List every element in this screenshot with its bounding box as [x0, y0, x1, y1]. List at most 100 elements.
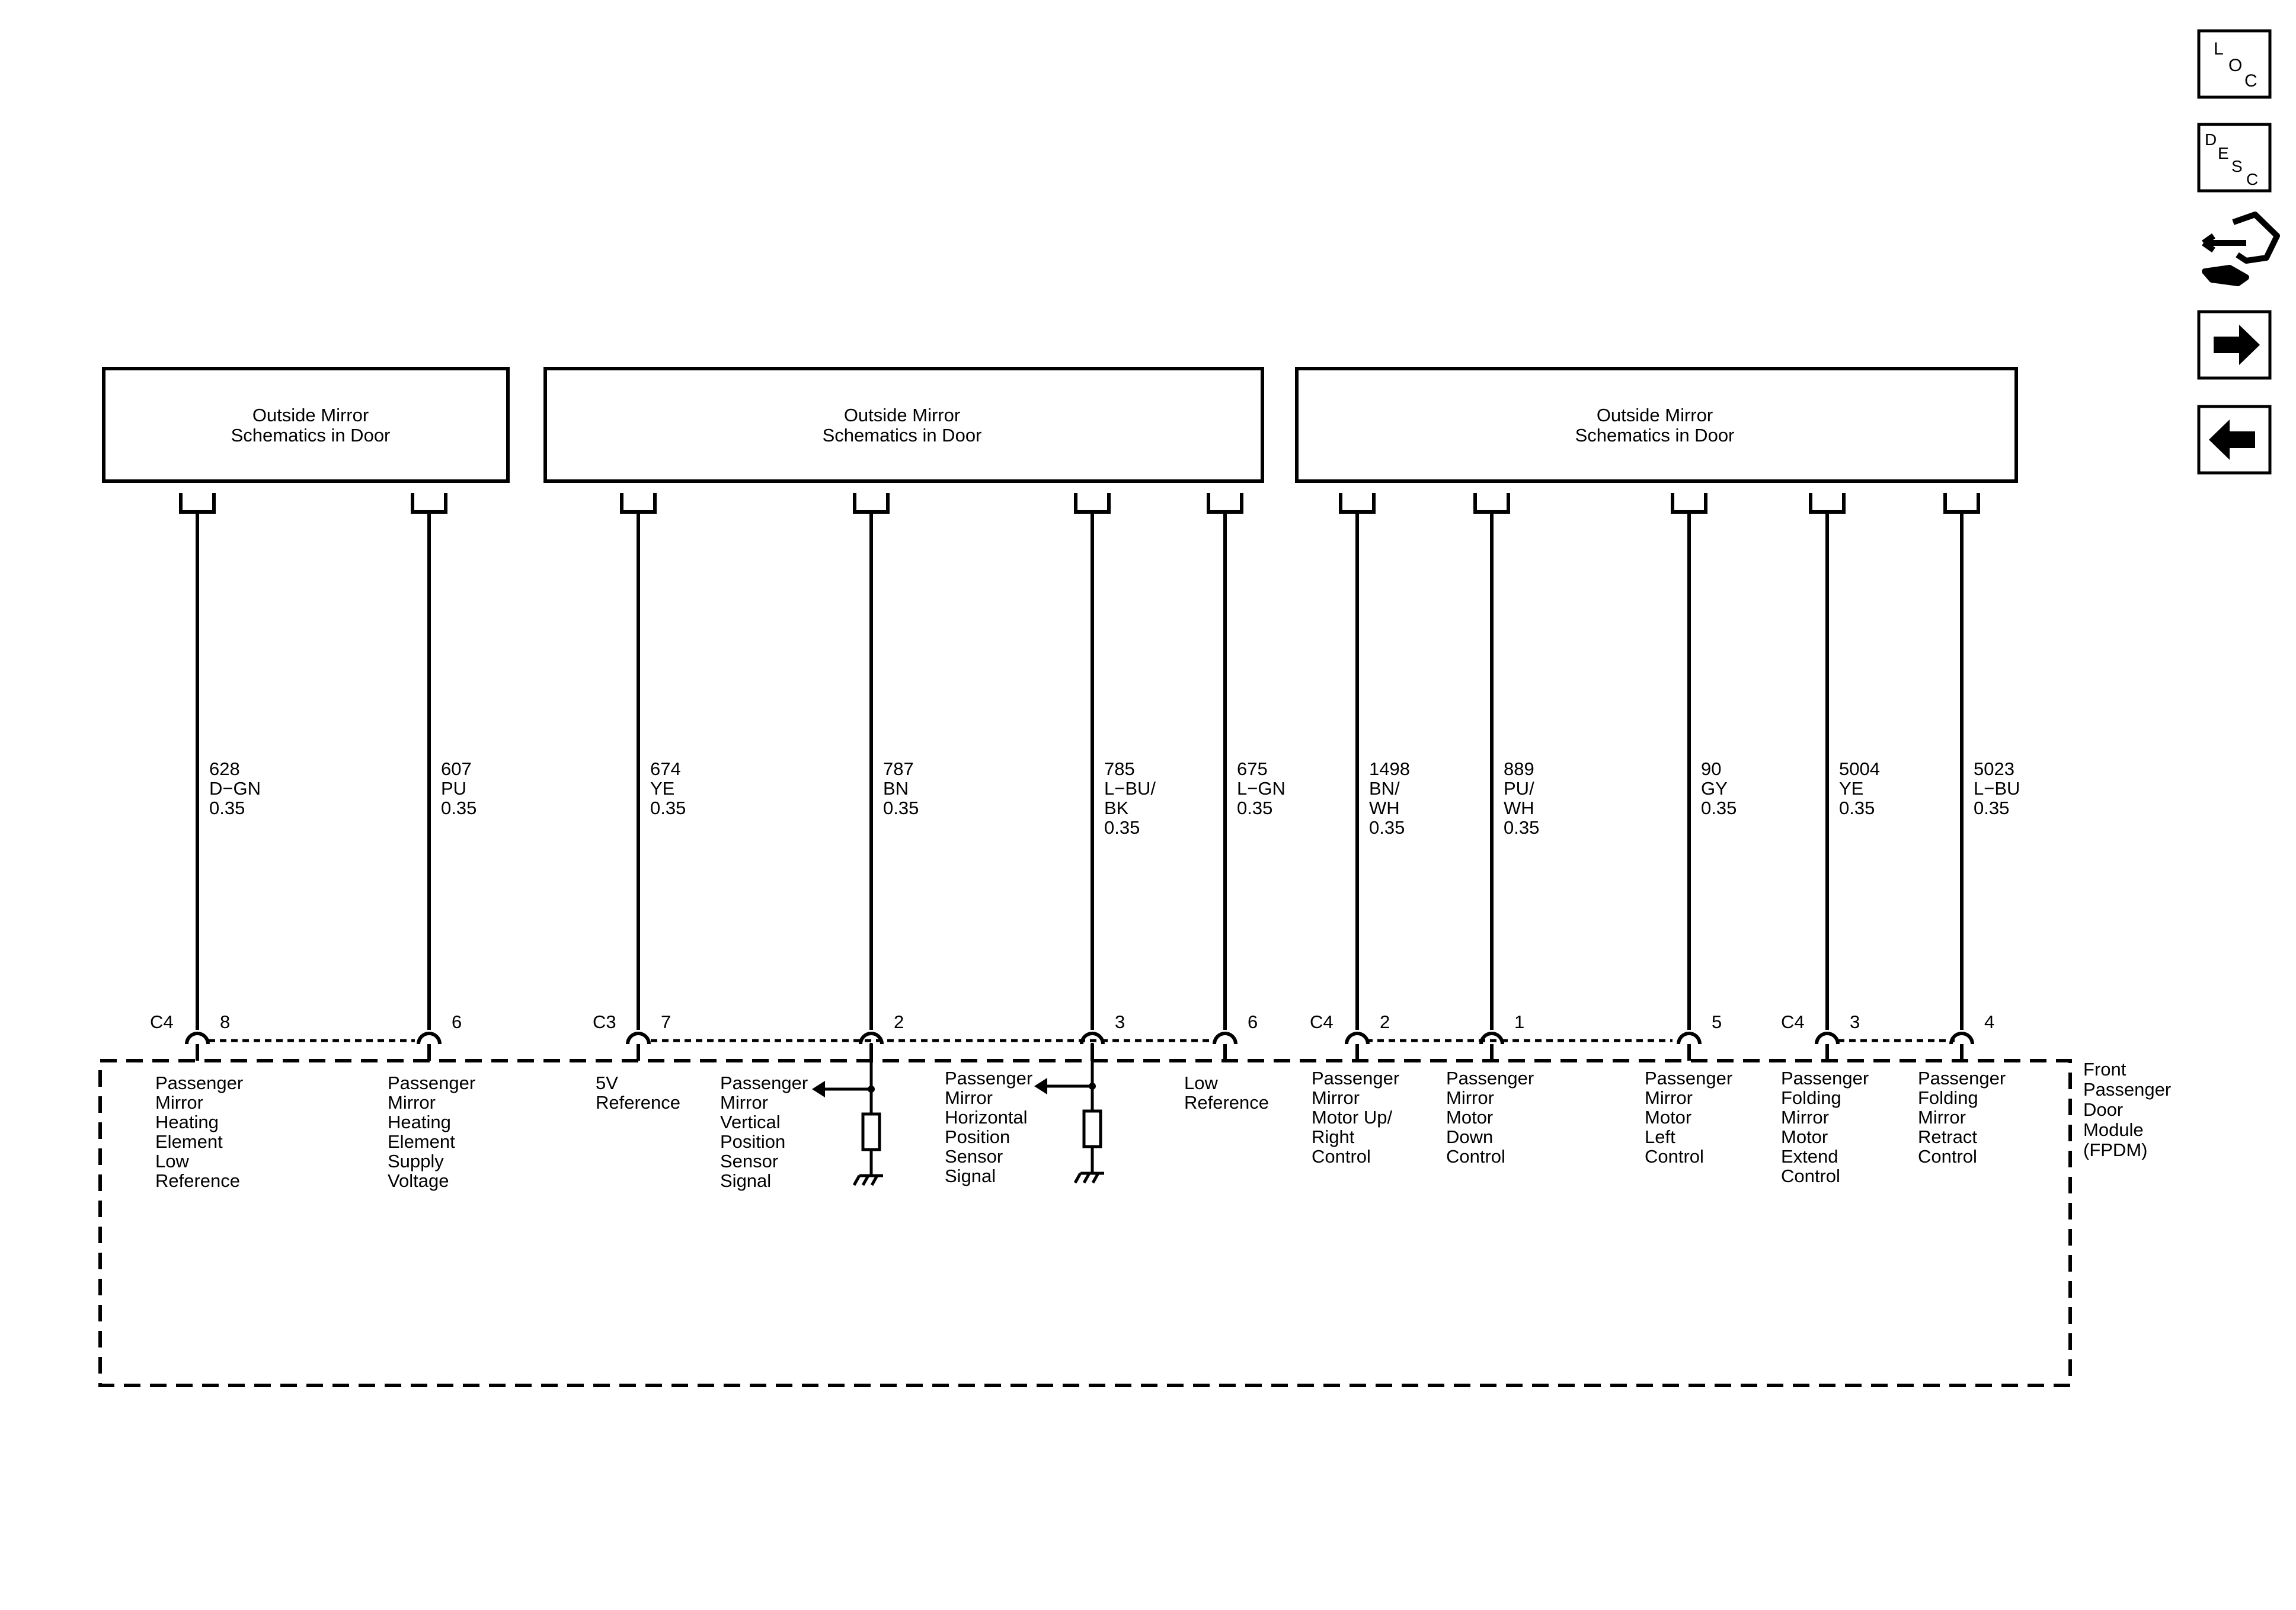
box-label-line-1: Outside Mirror	[252, 405, 369, 425]
circuit-number: 1498	[1369, 758, 1410, 779]
wire-color: YE	[650, 778, 674, 799]
pin-contact	[1479, 1032, 1504, 1045]
module-label-line: Door	[2083, 1099, 2123, 1120]
previous-page-arrow-icon[interactable]	[2197, 405, 2272, 475]
wire-color: WH	[1504, 798, 1534, 818]
pin-function-line: Mirror	[388, 1092, 436, 1113]
pin-function-line: Position	[720, 1131, 785, 1152]
connector-label-c4-c: C4	[1781, 1012, 1805, 1032]
terminal-bracket	[1339, 493, 1376, 514]
wire-color: PU/	[1504, 778, 1534, 799]
terminal-bracket	[1207, 493, 1243, 514]
connector-wrench-icon[interactable]	[2202, 212, 2280, 286]
module-label-line: (FPDM)	[2083, 1140, 2147, 1160]
pin-function-line: Sensor	[720, 1151, 778, 1172]
pin-function-line: Right	[1312, 1126, 1355, 1147]
pin-function-line: Reference	[155, 1170, 240, 1191]
circuit-number: 675	[1237, 758, 1268, 779]
pin-function-line: Extend	[1781, 1146, 1838, 1167]
terminal-bracket	[1809, 493, 1846, 514]
terminal-bracket	[620, 493, 657, 514]
pin-function-line: Motor	[1446, 1107, 1493, 1128]
circuit-number: 785	[1104, 758, 1135, 779]
pin-function-line: Folding	[1918, 1087, 1978, 1108]
wire-color: D−GN	[209, 778, 261, 799]
pin-function-line: Mirror	[720, 1092, 768, 1113]
pin-number: 2	[894, 1012, 904, 1032]
pin-function-line: Element	[155, 1131, 223, 1152]
pin-function-line: Mirror	[945, 1087, 993, 1108]
circuit-number: 787	[883, 758, 914, 779]
loc-letter: C	[2244, 71, 2257, 91]
desc-letter: C	[2246, 170, 2258, 188]
wire-gauge: 0.35	[1701, 798, 1737, 818]
pin-number: 3	[1115, 1012, 1125, 1032]
connector-label-c4-a: C4	[150, 1012, 174, 1032]
pin-number: 2	[1380, 1012, 1390, 1032]
pin-contact	[185, 1032, 210, 1045]
pin-function-line: Low	[155, 1151, 189, 1172]
wire-gauge: 0.35	[441, 798, 477, 818]
pin-function-line: Voltage	[388, 1170, 449, 1191]
pin-function-line: Control	[1645, 1146, 1704, 1167]
connector-label-c4-b: C4	[1310, 1012, 1334, 1032]
wire-607: 607PU0.356PassengerMirrorHeatingElementS…	[388, 493, 477, 1191]
pin-function-line: Position	[945, 1126, 1010, 1147]
pin-function-line: Folding	[1781, 1087, 1841, 1108]
wire-color: L−GN	[1237, 778, 1285, 799]
pin-function-line: Passenger	[1446, 1068, 1534, 1089]
pin-function-line: 5V	[596, 1073, 618, 1093]
wire-gauge: 0.35	[1104, 817, 1140, 838]
pin-number: 6	[452, 1012, 462, 1032]
pin-function-line: Passenger	[1781, 1068, 1869, 1089]
loc-letter: L	[2214, 39, 2224, 59]
pin-function-line: Signal	[945, 1166, 996, 1186]
desc-icon[interactable]: D E S C	[2197, 123, 2272, 193]
pin-function-line: Mirror	[155, 1092, 203, 1113]
next-page-arrow-icon[interactable]	[2197, 310, 2272, 380]
module-label-line: Passenger	[2083, 1079, 2171, 1100]
pin-contact	[1815, 1032, 1840, 1045]
wire-color: PU	[441, 778, 466, 799]
pin-function-line: Motor	[1781, 1126, 1828, 1147]
pin-function-line: Low	[1184, 1073, 1218, 1093]
circuit-number: 889	[1504, 758, 1534, 779]
terminal-bracket	[853, 493, 890, 514]
pin-function-line: Retract	[1918, 1126, 1977, 1147]
pin-number: 4	[1984, 1012, 1994, 1032]
pin-function-line: Passenger	[155, 1073, 243, 1093]
pin-function-line: Motor Up/	[1312, 1107, 1392, 1128]
connector-label-c3: C3	[593, 1012, 616, 1032]
terminal-bracket	[179, 493, 216, 514]
pin-function-line: Mirror	[1781, 1107, 1829, 1128]
pin-number: 1	[1514, 1012, 1524, 1032]
box-label-line-1: Outside Mirror	[1597, 405, 1713, 425]
loc-letter: O	[2228, 56, 2242, 75]
circuit-number: 674	[650, 758, 681, 779]
pin-function-line: Passenger	[1918, 1068, 2006, 1089]
outside-mirror-box-1: Outside Mirror Schematics in Door	[102, 367, 510, 483]
pin-function-line: Passenger	[720, 1073, 808, 1093]
wire-785: 785L−BU/BK0.353PassengerMirrorHorizontal…	[945, 493, 1156, 1186]
terminal-bracket	[1943, 493, 1980, 514]
pin-function-line: Left	[1645, 1126, 1675, 1147]
pin-function-line: Control	[1918, 1146, 1977, 1167]
pin-function-line: Passenger	[388, 1073, 475, 1093]
pin-function-line: Heating	[388, 1112, 451, 1132]
pin-function-line: Supply	[388, 1151, 444, 1172]
pin-contact	[1677, 1032, 1702, 1045]
wire-gauge: 0.35	[1504, 817, 1539, 838]
wire-5023: 5023L−BU0.354PassengerFoldingMirrorRetra…	[1918, 493, 2020, 1167]
box-label-line-2: Schematics in Door	[1575, 425, 1735, 446]
wire-color: L−BU	[1974, 778, 2020, 799]
circuit-number: 90	[1701, 758, 1721, 779]
wire-color: WH	[1369, 798, 1400, 818]
pin-function-line: Reference	[596, 1092, 680, 1113]
circuit-number: 628	[209, 758, 240, 779]
loc-icon[interactable]: L O C	[2197, 29, 2272, 99]
pin-contact	[859, 1032, 884, 1045]
box-label-line-2: Schematics in Door	[823, 425, 982, 446]
pin-function-line: Passenger	[1645, 1068, 1732, 1089]
